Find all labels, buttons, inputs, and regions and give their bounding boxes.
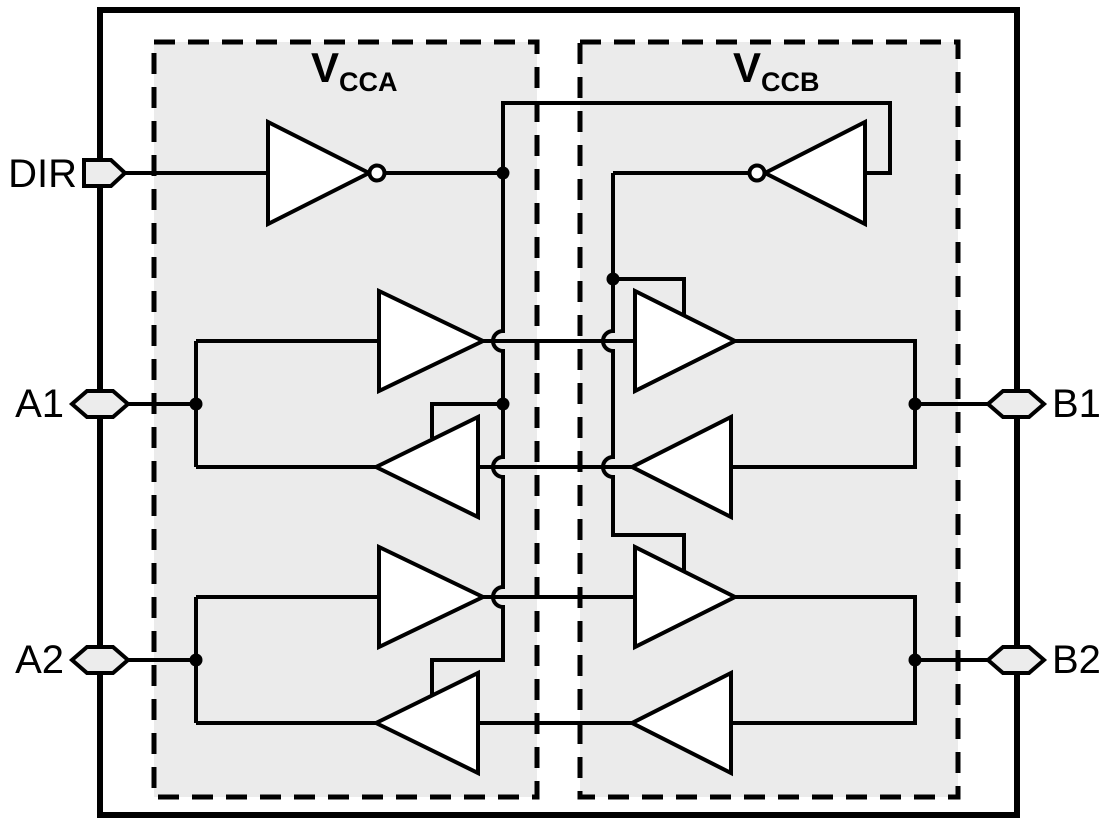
ch2-b-side-forward-buffer — [633, 543, 740, 651]
b1-pin-symbol — [984, 389, 1048, 419]
a2-pin-label: A2 — [15, 638, 64, 682]
junction-b2 — [908, 653, 922, 667]
junction-enable-a1 — [496, 397, 510, 411]
junction-dir-a — [496, 166, 510, 180]
ch1-b-side-reverse-buffer — [627, 413, 733, 521]
dir-inverter-b-triangle — [760, 118, 867, 228]
b2-pin-label: B2 — [1052, 638, 1100, 682]
junction-a2 — [189, 653, 203, 667]
ch1-a-side-reverse-buffer — [371, 413, 480, 521]
dir-pin-label: DIR — [8, 152, 77, 196]
dir-pin-symbol — [82, 158, 128, 188]
ch2-a-side-forward-buffer — [377, 543, 488, 651]
junction-b1 — [908, 397, 922, 411]
a1-pin-label: A1 — [15, 382, 64, 426]
dir-inverter-b-bubble — [747, 163, 767, 183]
wire-enable-b1 — [613, 277, 686, 315]
ch1-b-side-forward-buffer — [633, 287, 740, 395]
vcca-label: VCCA — [311, 44, 398, 97]
a1-pin-symbol — [68, 389, 132, 419]
wire-a2-pin-net — [128, 595, 379, 725]
b2-pin-symbol — [984, 645, 1048, 675]
ch2-b-side-reverse-buffer — [627, 669, 733, 777]
ch2-a-side-reverse-buffer — [371, 669, 480, 777]
dir-inverter-a-bubble — [367, 163, 387, 183]
wire-enable-a1 — [430, 402, 503, 438]
junction-enable-b1 — [606, 272, 620, 286]
vccb-domain-region — [577, 39, 961, 800]
wire-dir-top-link — [501, 101, 892, 175]
dir-inverter-a-triangle — [266, 118, 374, 228]
wire-a1-pin-net — [128, 339, 379, 469]
vccb-label: VCCB — [733, 44, 820, 97]
ch1-a-side-forward-buffer — [377, 287, 488, 395]
junction-a1 — [189, 397, 203, 411]
wire-dir-rail-b — [601, 173, 686, 571]
b1-pin-label: B1 — [1052, 382, 1100, 426]
a2-pin-symbol — [68, 645, 132, 675]
